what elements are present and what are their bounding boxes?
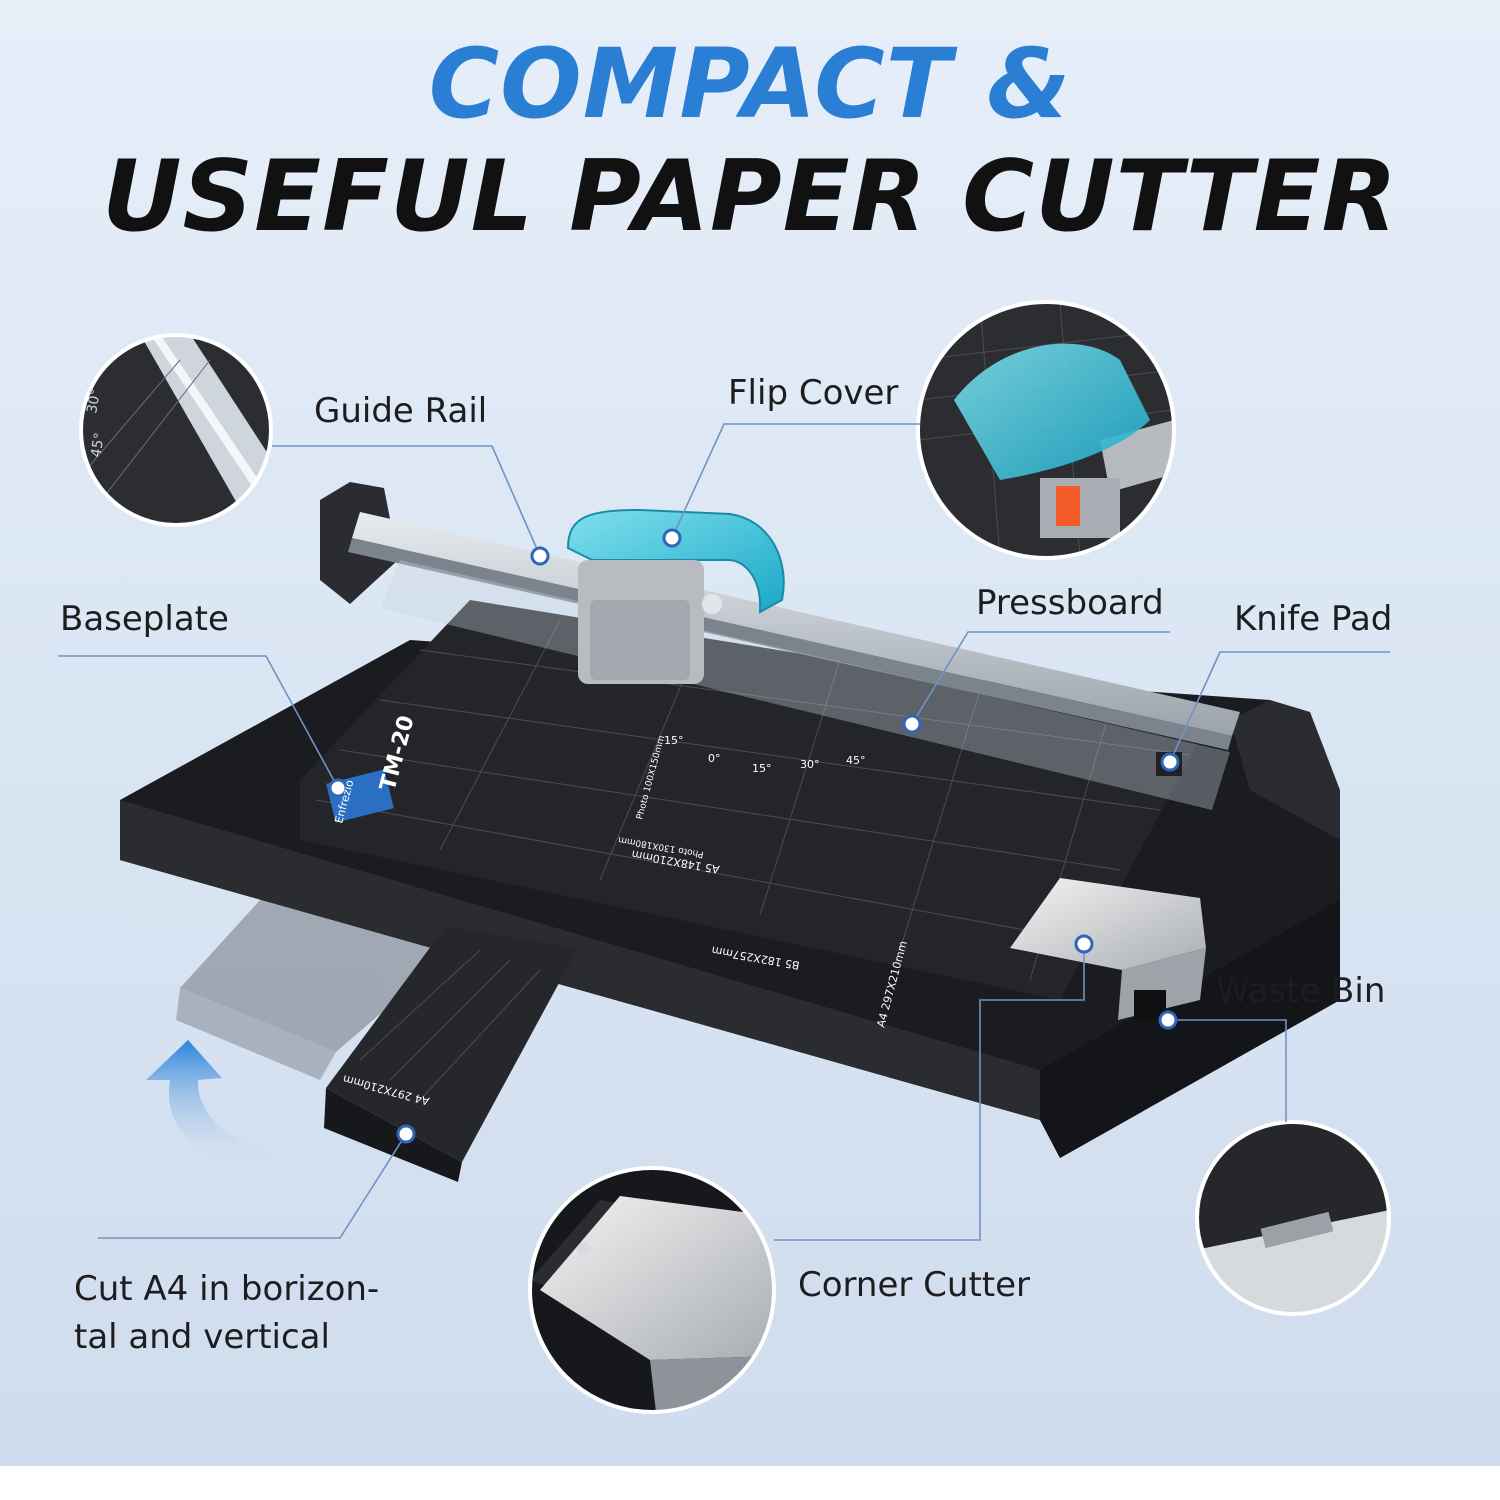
detail-corner-cutter bbox=[528, 1166, 776, 1414]
headline-line-1: COMPACT & bbox=[428, 28, 1072, 140]
detail-flip-cover bbox=[916, 300, 1176, 560]
curved-arrow-icon bbox=[146, 1040, 300, 1166]
callout-flip-cover: Flip Cover bbox=[728, 373, 899, 413]
detail-angle-left: 30° bbox=[84, 387, 104, 414]
callout-guide-rail: Guide Rail bbox=[314, 391, 488, 431]
bottom-margin-band bbox=[0, 1466, 1500, 1500]
angle-mark-1: 15° bbox=[664, 734, 684, 747]
callout-waste-bin: Waste Bin bbox=[1216, 971, 1386, 1011]
headline-line-2: USEFUL PAPER CUTTER bbox=[101, 140, 1399, 254]
callout-pressboard: Pressboard bbox=[976, 583, 1164, 623]
leader-dots bbox=[328, 528, 1180, 1144]
detail-waste-bin bbox=[1195, 1120, 1391, 1316]
flip-cover bbox=[566, 508, 785, 684]
leader-lines bbox=[58, 423, 1390, 1241]
detail-guide-rail bbox=[79, 333, 273, 527]
detail-angle-right: 45° bbox=[88, 431, 108, 458]
angle-mark-4: 30° bbox=[800, 758, 820, 771]
extension-tray bbox=[324, 926, 578, 1182]
callout-cut-a4-line-2: tal and vertical bbox=[74, 1317, 330, 1357]
angle-mark-5: 45° bbox=[846, 754, 866, 767]
callout-corner-cutter: Corner Cutter bbox=[798, 1265, 1031, 1305]
callout-knife-pad: Knife Pad bbox=[1234, 599, 1393, 639]
callout-cut-a4-line-1: Cut A4 in borizon- bbox=[74, 1269, 380, 1309]
callout-baseplate: Baseplate bbox=[60, 599, 229, 639]
angle-mark-2: 0° bbox=[708, 752, 721, 765]
angle-mark-3: 15° bbox=[752, 762, 772, 775]
